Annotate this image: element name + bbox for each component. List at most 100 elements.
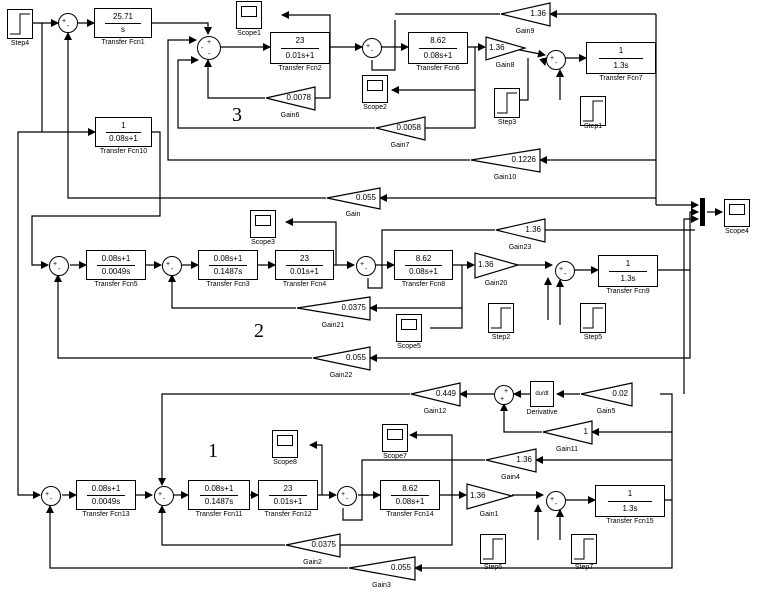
scope-block[interactable] bbox=[362, 75, 388, 103]
tf-fraction-bar bbox=[419, 48, 457, 49]
tf-numerator: 23 bbox=[295, 36, 305, 45]
tf-fraction-bar bbox=[599, 58, 643, 59]
gain-label: Gain20 bbox=[484, 280, 508, 287]
transfer-fcn-label: Transfer Fcn1 bbox=[101, 39, 145, 46]
gain-block[interactable] bbox=[375, 116, 427, 142]
sum-block[interactable]: +- bbox=[546, 50, 566, 70]
gain-block[interactable] bbox=[265, 86, 317, 112]
gain-block[interactable] bbox=[485, 448, 538, 474]
sum-block[interactable]: +- bbox=[49, 256, 69, 276]
gain-block[interactable] bbox=[495, 218, 547, 244]
gain-block[interactable] bbox=[470, 148, 542, 174]
scope-block[interactable] bbox=[396, 314, 422, 342]
scope-block[interactable] bbox=[236, 1, 262, 29]
tf-numerator: 25.71 bbox=[112, 12, 134, 21]
sum-block[interactable]: +- bbox=[162, 256, 182, 276]
transfer-fcn-label: Transfer Fcn13 bbox=[82, 511, 130, 518]
gain-block[interactable] bbox=[485, 36, 527, 62]
tf-fraction-bar bbox=[608, 501, 652, 502]
gain-block[interactable] bbox=[312, 346, 372, 372]
gain-block[interactable] bbox=[542, 420, 594, 446]
step-block[interactable] bbox=[494, 88, 520, 118]
sum-block[interactable]: +-- bbox=[197, 36, 221, 60]
step-block[interactable] bbox=[571, 534, 597, 564]
scope-label: Scope3 bbox=[251, 239, 275, 246]
gain-block[interactable] bbox=[466, 483, 514, 511]
mux-block[interactable] bbox=[700, 198, 705, 226]
sum-block[interactable]: +- bbox=[337, 486, 357, 506]
scope-block[interactable] bbox=[724, 199, 750, 227]
gain-value: 0.1226 bbox=[511, 155, 536, 164]
tf-denominator: 1.3s bbox=[620, 274, 636, 283]
sum-block[interactable]: +- bbox=[58, 13, 78, 33]
gain-block[interactable] bbox=[474, 252, 520, 280]
tf-numerator: 0.08s+1 bbox=[204, 484, 234, 493]
sum-block[interactable]: +- bbox=[154, 486, 174, 506]
gain-block[interactable] bbox=[348, 556, 417, 582]
tf-denominator: 0.01s+1 bbox=[273, 497, 303, 506]
scope-block[interactable] bbox=[250, 210, 276, 238]
gain-value: 0.055 bbox=[345, 353, 366, 362]
gain-value: 1.36 bbox=[530, 9, 546, 18]
sum-block[interactable]: +- bbox=[555, 261, 575, 281]
gain-block[interactable] bbox=[410, 382, 462, 408]
sum-block[interactable]: +- bbox=[362, 38, 382, 58]
step-block[interactable] bbox=[488, 303, 514, 333]
gain-value: 1.36 bbox=[525, 225, 541, 234]
gain-label: Gain2 bbox=[303, 559, 322, 566]
derivative-label: Derivative bbox=[526, 409, 558, 416]
scope-label: Scope2 bbox=[363, 104, 387, 111]
gain-value: 0.055 bbox=[390, 563, 411, 572]
tf-numerator: 1 bbox=[627, 489, 633, 498]
gain-label: Gain5 bbox=[596, 408, 616, 415]
step-block[interactable] bbox=[580, 303, 606, 333]
sum-block[interactable]: +- bbox=[546, 491, 566, 511]
gain-block[interactable] bbox=[296, 296, 372, 322]
gain-block[interactable] bbox=[580, 382, 634, 408]
gain-value: 1.36 bbox=[478, 260, 494, 269]
sum-block[interactable]: ++ bbox=[494, 385, 514, 405]
gain-value: 0.055 bbox=[355, 193, 376, 202]
transfer-fcn-block[interactable]: 1 1.3s bbox=[595, 485, 665, 517]
step-label: Step1 bbox=[583, 123, 603, 130]
sum-block[interactable]: +- bbox=[41, 486, 61, 506]
transfer-fcn-label: Transfer Fcn5 bbox=[94, 281, 138, 288]
step-block[interactable] bbox=[480, 534, 506, 564]
scope-block[interactable] bbox=[382, 424, 408, 452]
tf-denominator: 0.08s+1 bbox=[395, 497, 425, 506]
region-label-1: 1 bbox=[208, 440, 218, 462]
gain-block[interactable] bbox=[326, 187, 382, 211]
step-block[interactable] bbox=[7, 9, 33, 39]
tf-numerator: 8.62 bbox=[430, 36, 446, 45]
tf-denominator: 1.3s bbox=[622, 504, 638, 513]
gain-label: Gain3 bbox=[372, 582, 391, 589]
derivative-block[interactable]: du/dt bbox=[530, 381, 554, 407]
scope-label: Scope4 bbox=[725, 228, 749, 235]
sum-block[interactable]: +- bbox=[356, 256, 376, 276]
scope-block[interactable] bbox=[272, 430, 298, 458]
gain-label: Gain21 bbox=[321, 322, 345, 329]
gain-block[interactable] bbox=[500, 2, 552, 28]
transfer-fcn-label: Transfer Fcn11 bbox=[195, 511, 243, 518]
step-block[interactable] bbox=[580, 96, 606, 126]
scope-label: Scope8 bbox=[273, 459, 297, 466]
transfer-fcn-label: Transfer Fcn4 bbox=[282, 281, 327, 288]
gain-block[interactable] bbox=[285, 533, 342, 559]
scope-label: Scope1 bbox=[237, 30, 261, 37]
transfer-fcn-label: Transfer Fcn15 bbox=[606, 518, 654, 525]
